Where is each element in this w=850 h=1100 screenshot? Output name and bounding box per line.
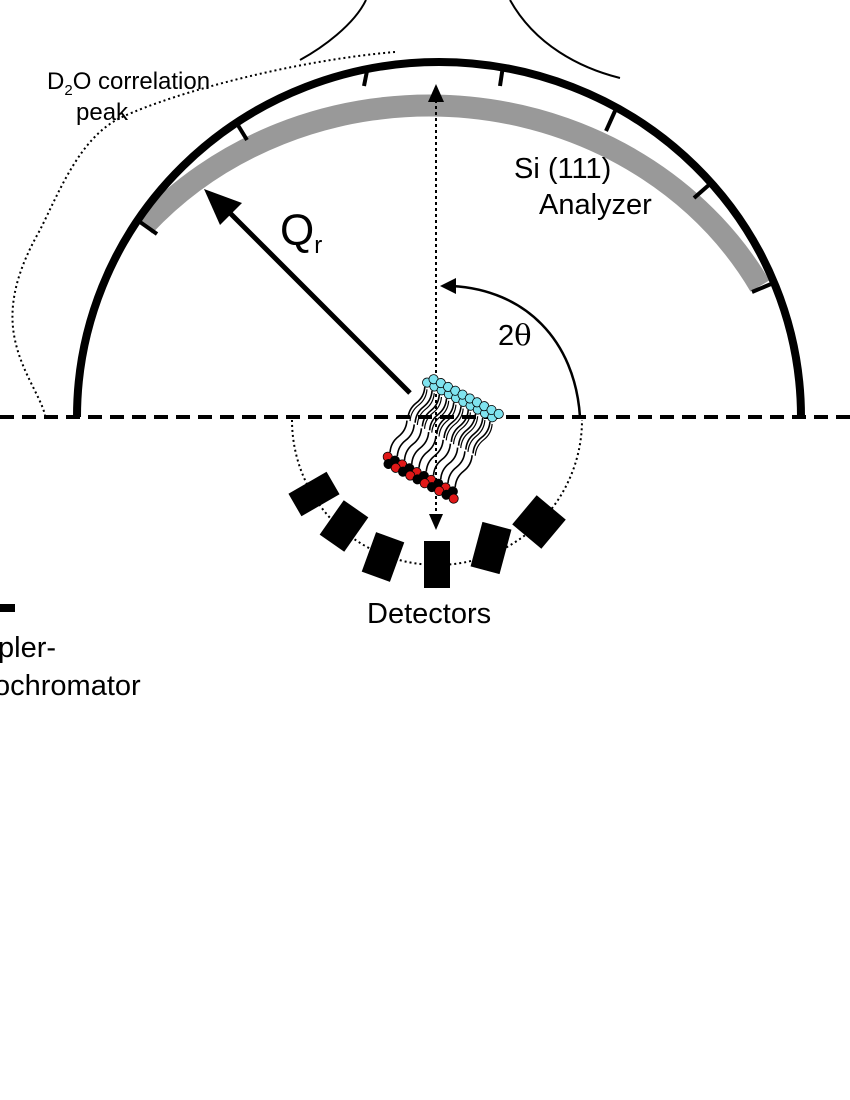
qr-arrowhead: [204, 189, 242, 225]
lipid-tail: [410, 432, 430, 464]
two-theta-label: 2θ: [498, 318, 532, 352]
lipid-tail: [445, 408, 464, 441]
detector: [319, 500, 369, 552]
detector: [424, 541, 450, 588]
lipid-tail: [389, 420, 408, 453]
qr-arrow-shaft: [220, 203, 412, 395]
lipid-tail: [418, 435, 437, 468]
lipid-bilayer: [382, 374, 504, 504]
lipid-tail: [432, 443, 452, 476]
lipid-tail: [428, 398, 448, 431]
lipid-tail: [403, 428, 423, 461]
lipid-tail: [436, 402, 455, 435]
analyzer-segment-ticks: [138, 65, 772, 294]
beam-guide-right: [509, 0, 621, 79]
lipid-tail: [465, 417, 484, 450]
lipid-tail: [467, 420, 486, 452]
two-theta-arc: [451, 284, 582, 418]
detector: [288, 471, 340, 517]
lipid-tail: [431, 400, 450, 433]
chopper-label-line2: ochromator: [0, 670, 141, 702]
headgroup: [448, 493, 459, 504]
analyzer-label-line2: Analyzer: [539, 189, 652, 221]
lipid-tail: [472, 421, 491, 454]
lipid-tail: [457, 413, 477, 446]
detector: [361, 532, 405, 582]
arrowhead-down: [429, 514, 443, 530]
lipid-tail: [454, 455, 473, 488]
detector-dotted-arc: [291, 419, 583, 566]
lipid-tail: [396, 424, 415, 457]
d2o-correlation-curve: [11, 51, 396, 416]
two-theta-arrowhead: [440, 278, 456, 294]
analyzer-outer-arc: [73, 58, 805, 418]
headgroup: [493, 408, 504, 419]
lipid-tail: [414, 390, 433, 423]
lipid-tail: [460, 416, 479, 449]
lipid-tail: [423, 396, 443, 429]
lipid-tail: [425, 439, 444, 472]
chopper-monochromator-bar: [0, 604, 15, 612]
chopper-label-line1: pler-: [0, 632, 56, 664]
arrowhead-up: [428, 84, 444, 102]
lipid-tail: [407, 386, 426, 419]
lipid-tail: [447, 451, 466, 484]
detector: [470, 521, 512, 575]
qr-label: Qr: [280, 206, 322, 259]
lipid-tail: [409, 389, 428, 422]
lipid-tail: [450, 410, 470, 442]
d2o-label-line2: peak: [76, 99, 129, 126]
lipid-tail: [438, 404, 457, 437]
lipid-tail: [416, 393, 435, 425]
lipid-tail: [474, 423, 493, 456]
lipid-tail: [421, 394, 441, 427]
d2o-label-line1: D2O correlation: [47, 68, 210, 99]
beam-guide-left: [299, 0, 367, 61]
detectors-label: Detectors: [367, 598, 491, 630]
lipid-tail: [439, 447, 459, 480]
analyzer-label-line1: Si (111): [514, 153, 611, 185]
lipid-tail: [443, 406, 462, 439]
lipid-tail: [452, 412, 472, 445]
detectors: [288, 471, 566, 588]
detector: [512, 495, 566, 549]
analyzer-crystal-band: [135, 94, 770, 292]
